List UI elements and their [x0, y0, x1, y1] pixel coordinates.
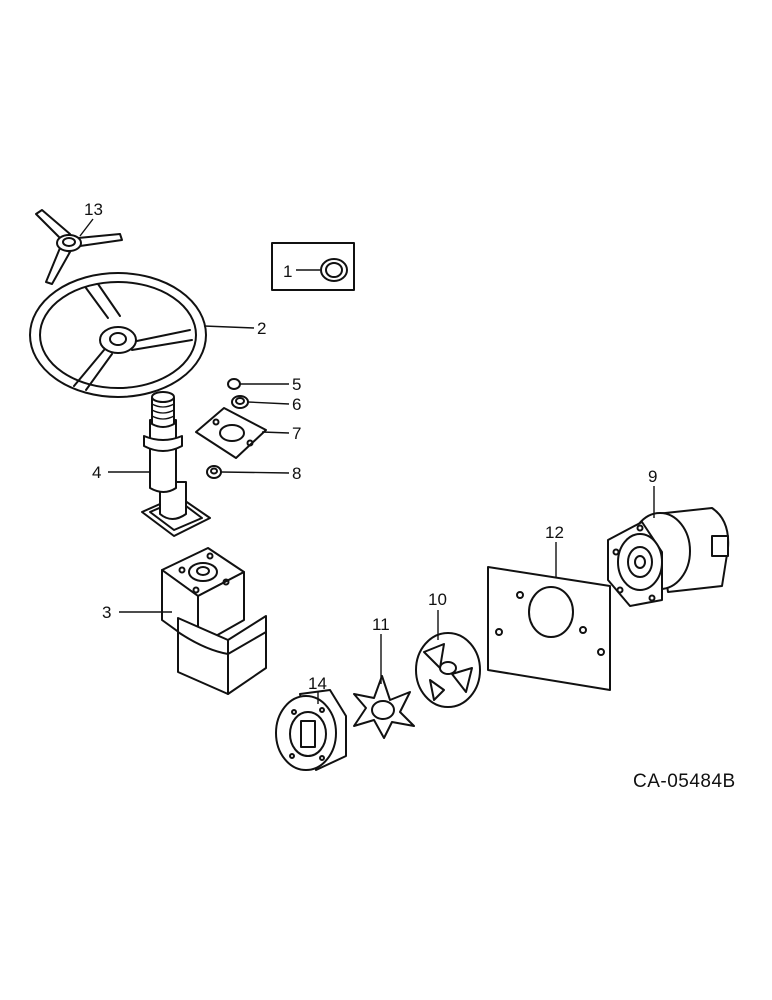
callout-11: 11 — [372, 615, 390, 634]
callout-10: 10 — [428, 590, 447, 609]
part-6-washer — [231, 395, 249, 409]
callout-14: 14 — [308, 674, 327, 693]
part-11-spider-insert — [353, 675, 415, 739]
callout-1: 1 — [283, 262, 292, 281]
part-1-bushing-box — [271, 242, 355, 291]
callout-5: 5 — [292, 375, 301, 394]
part-5-nut — [227, 378, 241, 390]
part-10-jaw-coupling — [415, 632, 481, 708]
part-2-steering-wheel — [29, 272, 207, 398]
callout-12: 12 — [545, 523, 564, 542]
part-4-steering-column — [141, 391, 211, 537]
part-3-control-unit — [161, 547, 267, 695]
part-12-adapter-plate — [487, 566, 611, 691]
callout-3: 3 — [102, 603, 111, 622]
part-9-hydraulic-pump — [607, 507, 730, 607]
callout-4: 4 — [92, 463, 101, 482]
callout-2: 2 — [257, 319, 266, 338]
part-13-spoke-insert — [35, 209, 123, 285]
part-14-coupling-hub — [275, 689, 347, 771]
callout-13: 13 — [84, 200, 103, 219]
diagram-code: CA-05484B — [633, 771, 736, 792]
callout-labels: 1 2 3 4 5 6 7 8 9 10 11 12 13 14 — [84, 200, 657, 693]
leader-lines — [79, 218, 655, 704]
part-7-mounting-plate — [195, 407, 267, 459]
callout-7: 7 — [292, 424, 301, 443]
callout-8: 8 — [292, 464, 301, 483]
callout-6: 6 — [292, 395, 301, 414]
callout-9: 9 — [648, 467, 657, 486]
part-8-nut — [206, 465, 222, 479]
